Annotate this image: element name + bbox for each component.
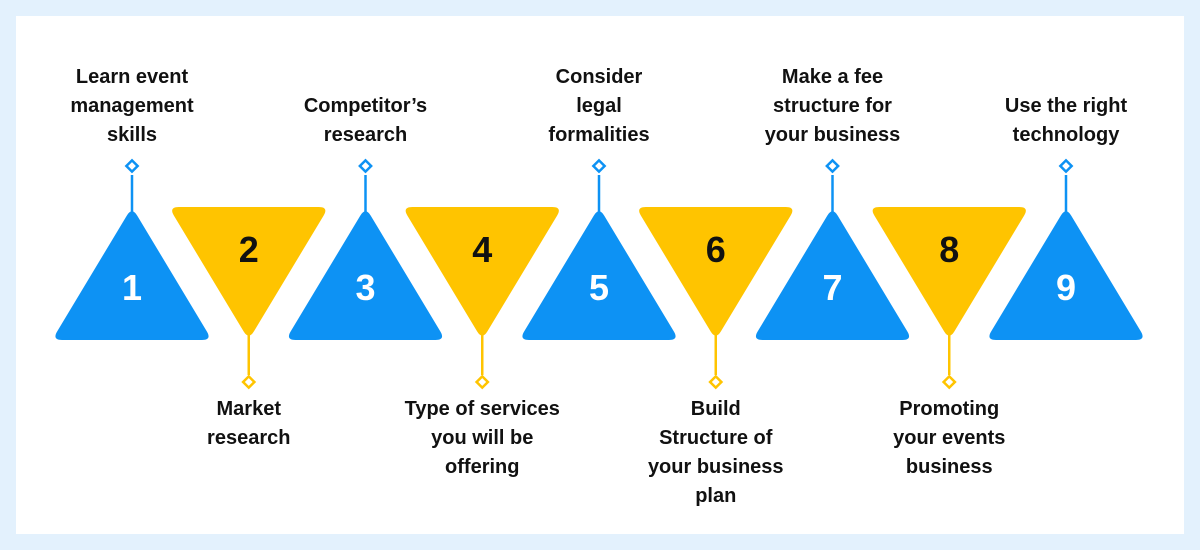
diamond-icon	[1058, 158, 1074, 174]
triangle-step-9	[989, 211, 1143, 340]
step-label-9: Use the right technology	[1004, 95, 1128, 146]
triangle-step-1	[55, 211, 209, 340]
step-label-8: Promoting your events business	[893, 398, 1006, 478]
step-number-5: 5	[589, 267, 609, 308]
step-number-3: 3	[355, 267, 375, 308]
diamond-icon	[825, 158, 840, 174]
step-label-4: Type of services you will be offering	[404, 398, 560, 478]
step-label-2: Market research	[207, 398, 291, 449]
diamond-icon	[941, 374, 957, 390]
step-label-6: Build Structure of your business plan	[647, 398, 784, 507]
step-number-2: 2	[239, 229, 259, 270]
diamond-icon	[124, 158, 140, 174]
step-number-8: 8	[939, 229, 959, 270]
step-number-6: 6	[706, 229, 726, 270]
step-number-1: 1	[122, 267, 142, 308]
diamond-icon	[708, 374, 724, 390]
step-number-7: 7	[822, 267, 842, 308]
triangle-step-7	[755, 211, 910, 340]
triangle-step-6	[639, 207, 793, 336]
diamond-icon	[358, 158, 373, 174]
step-label-3: Competitor’s research	[303, 95, 428, 146]
step-label-1: Learn event management skills	[70, 66, 194, 146]
triangle-step-2	[172, 207, 326, 336]
diamond-icon	[474, 374, 490, 390]
diamond-icon	[241, 374, 257, 390]
diamond-icon	[591, 158, 607, 174]
triangle-step-3	[288, 211, 443, 340]
triangle-step-4	[405, 207, 559, 336]
step-number-9: 9	[1056, 267, 1076, 308]
triangle-step-5	[522, 211, 676, 340]
step-number-4: 4	[472, 229, 492, 270]
triangle-step-8	[872, 207, 1026, 336]
step-label-7: Make a fee structure for your business	[764, 66, 901, 146]
step-label-5: Consider legal formalities	[548, 66, 650, 146]
